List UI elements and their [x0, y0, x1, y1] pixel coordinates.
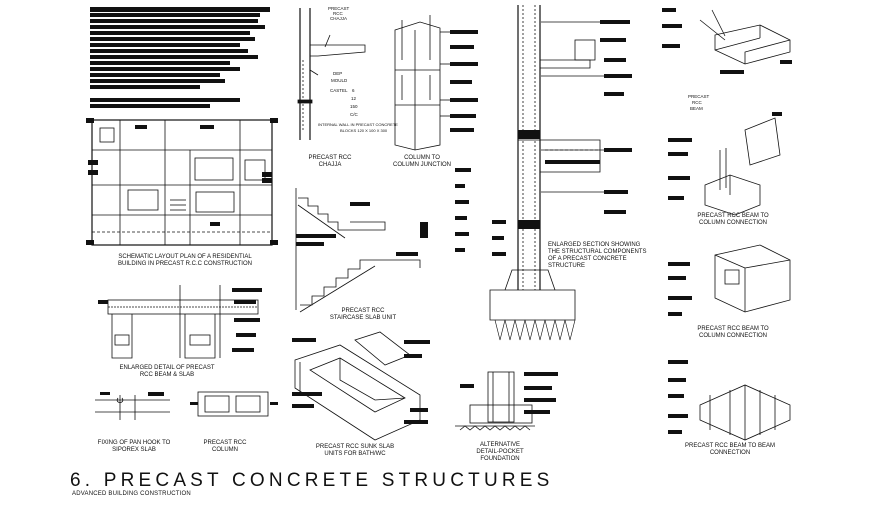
enlarged-section-drawing: [455, 5, 632, 341]
pan-hook-drawing: [95, 392, 170, 420]
chajja-dimensions: 6 12 150 C/C: [350, 88, 359, 117]
wall-note: INTERNAL WALL IN PRECAST CONCRETE BLOCKS…: [318, 122, 399, 133]
beam-column-connection-2-drawing: [668, 244, 791, 316]
beam-slab-drawing: [98, 285, 262, 359]
precast-column-drawing: [190, 391, 278, 417]
chajja-note-top: PRECAST RCC CHAJJA: [328, 6, 350, 21]
beam-column-connection-1-drawing: [668, 112, 782, 216]
chajja-note-side: DEP MOULD CASTEL: [330, 71, 349, 93]
precast-beam-drawing: [662, 8, 792, 74]
sunk-slab-drawing: [292, 331, 430, 441]
staircase-drawing: [295, 188, 428, 313]
layout-plan-drawing: [86, 118, 278, 246]
chajja-drawing: [297, 8, 366, 140]
redacted-notes-block: [90, 7, 270, 108]
sheet-subtitle: ADVANCED BUILDING CONSTRUCTION: [72, 491, 191, 497]
beam-note: PRECAST RCC BEAM: [688, 94, 710, 111]
beam-beam-connection-drawing: [668, 360, 791, 441]
pocket-foundation-drawing: [455, 371, 558, 431]
sheet-title: 6. PRECAST CONCRETE STRUCTURES: [70, 470, 554, 491]
column-junction-drawing: [394, 15, 478, 151]
